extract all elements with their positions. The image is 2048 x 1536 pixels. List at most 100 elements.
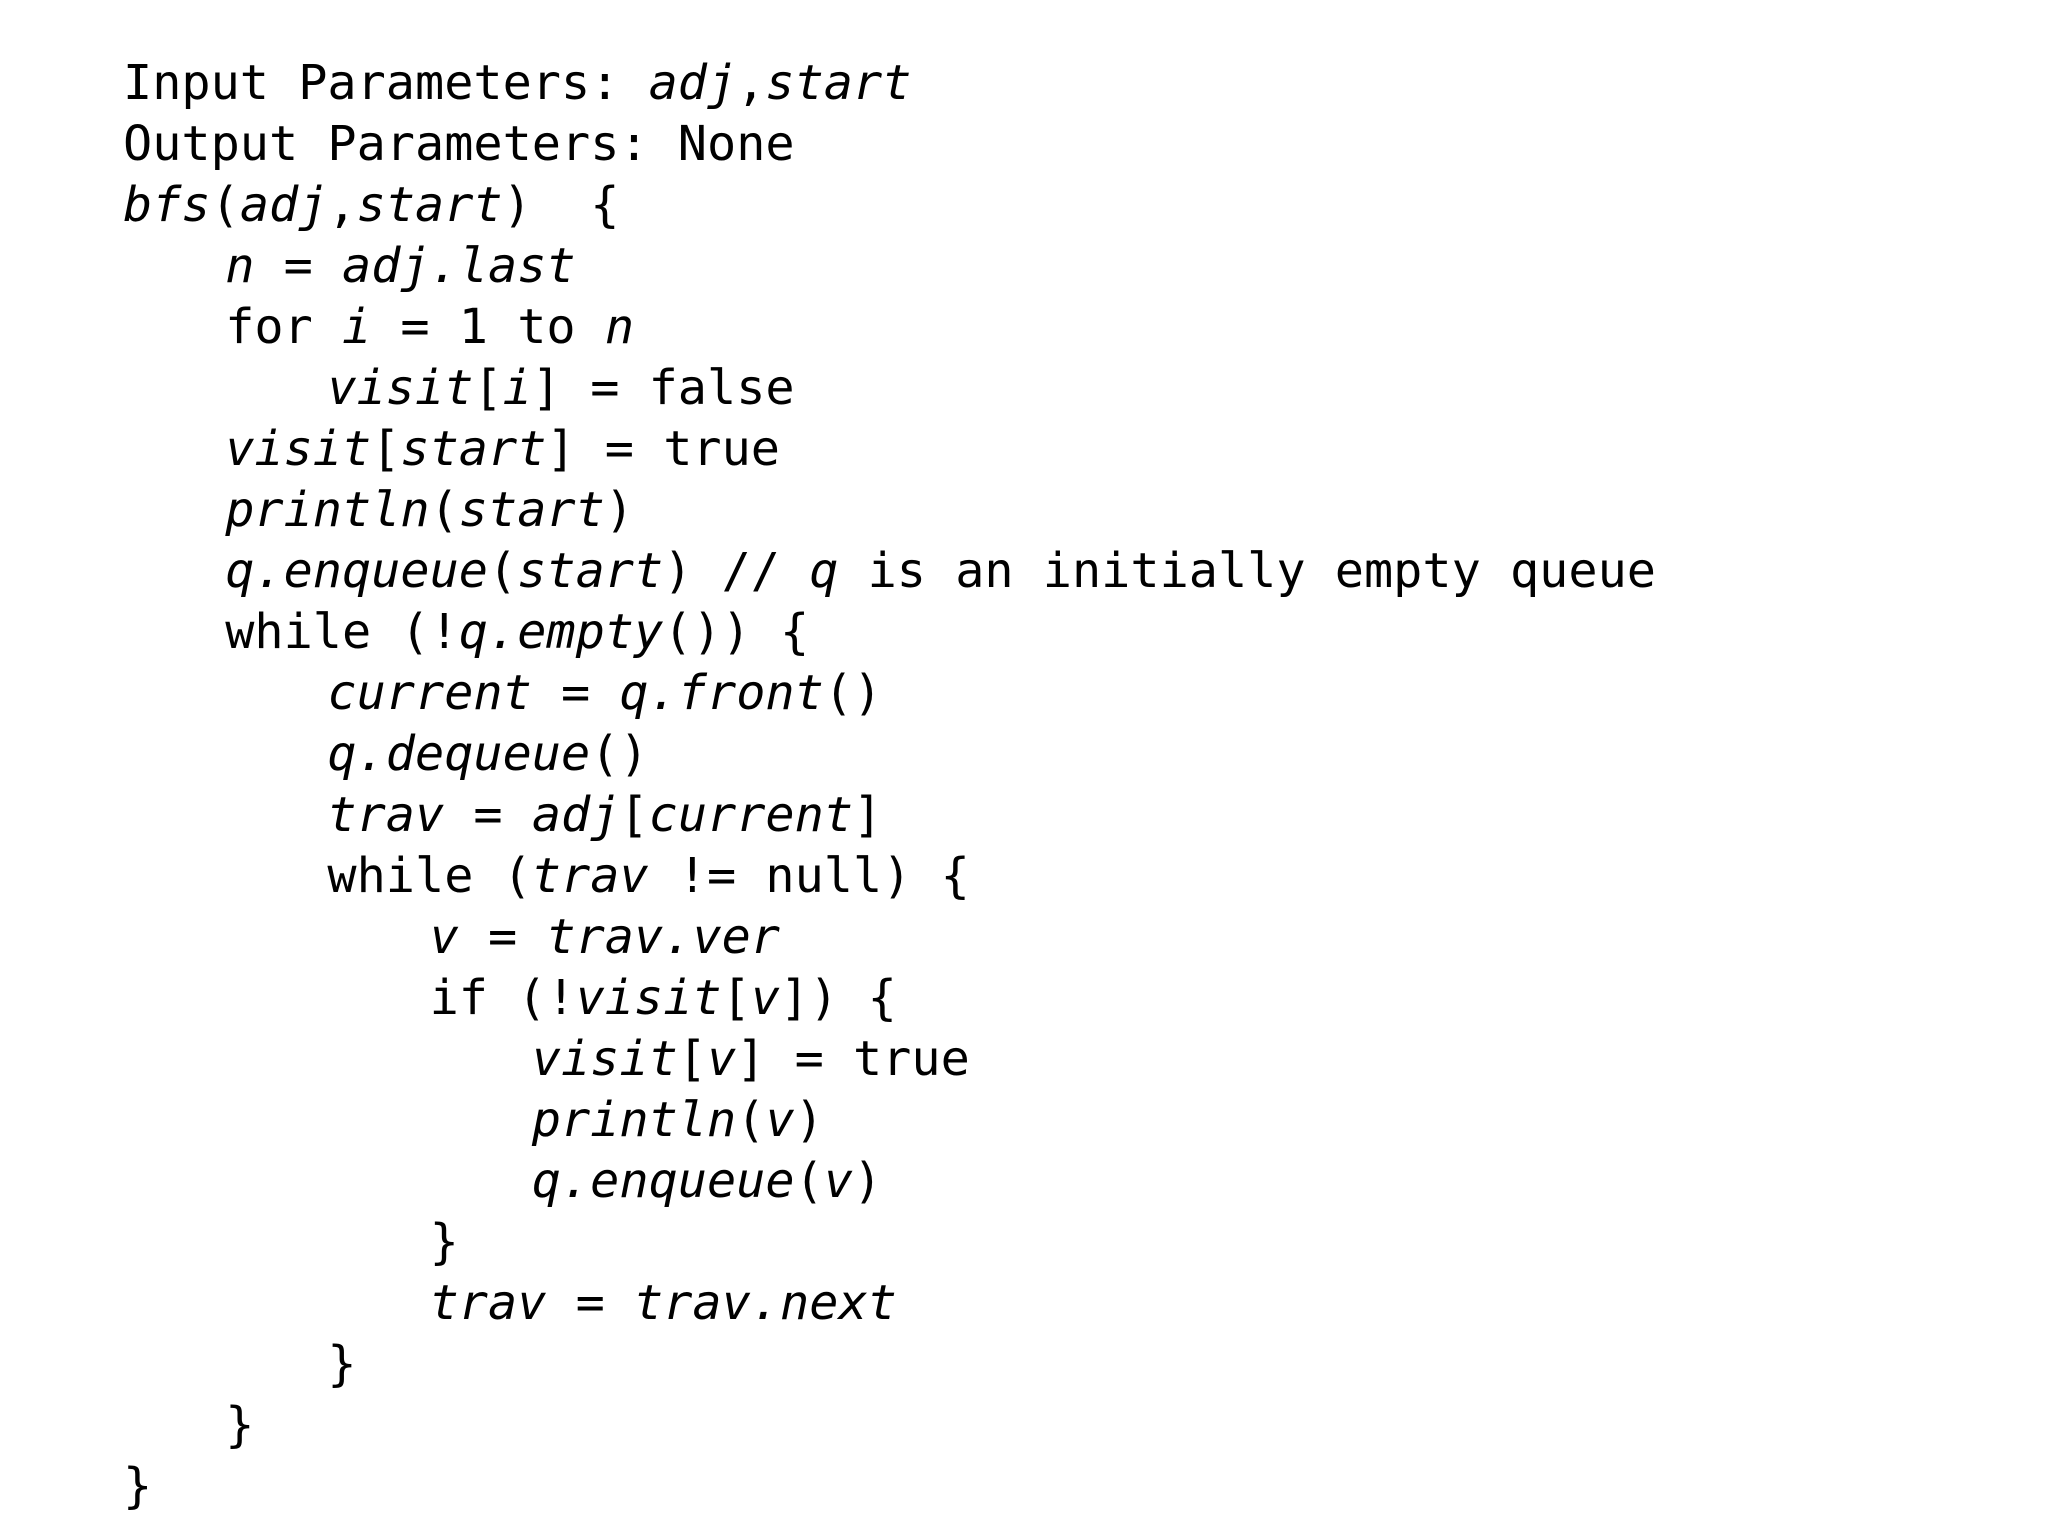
code-token: ] = false (531, 360, 795, 416)
code-token: = 1 to (371, 299, 605, 355)
code-token: } (327, 1336, 357, 1392)
code-line: } (123, 1456, 1656, 1517)
code-token: () (590, 726, 649, 782)
code-line: q.enqueue(v) (123, 1151, 1656, 1212)
code-line: trav = adj[current] (123, 785, 1656, 846)
identifier-token: visit (225, 421, 372, 477)
identifier-token: i (502, 360, 532, 416)
code-line: for i = 1 to n (123, 297, 1656, 358)
code-token: = (458, 909, 547, 965)
code-token: ) // (663, 543, 810, 599)
code-line: trav = trav.next (123, 1273, 1656, 1334)
code-token: is an initially empty queue (838, 543, 1656, 599)
code-line: println(v) (123, 1090, 1656, 1151)
identifier-token: v (823, 1153, 853, 1209)
identifier-token: v (706, 1031, 737, 1087)
identifier-token: visit (575, 970, 722, 1026)
identifier-token: n (604, 299, 635, 355)
identifier-token: trav (327, 787, 445, 843)
identifier-token: bfs (123, 177, 211, 233)
code-token: ] (853, 787, 883, 843)
code-token: Input Parameters: (123, 55, 649, 111)
code-token: [ (371, 421, 401, 477)
identifier-token: q.dequeue (327, 726, 591, 782)
identifier-token: v (765, 1092, 795, 1148)
code-token: ( (487, 543, 518, 599)
code-line: visit[i] = false (123, 358, 1656, 419)
identifier-token: trav.ver (546, 909, 781, 965)
identifier-token: start (458, 482, 605, 538)
code-token: if (! (429, 970, 576, 1026)
identifier-token: start (356, 177, 503, 233)
code-line: current = q.front() (123, 663, 1656, 724)
code-token: while ( (327, 848, 532, 904)
code-line: if (!visit[v]) { (123, 968, 1656, 1029)
code-line: while (!q.empty()) { (123, 602, 1656, 663)
code-token: = (531, 665, 620, 721)
identifier-token: visit (531, 1031, 678, 1087)
code-token: ) (852, 1153, 883, 1209)
identifier-token: println (225, 482, 430, 538)
code-token: ( (736, 1092, 766, 1148)
code-token: ( (210, 177, 240, 233)
code-line: while (trav != null) { (123, 846, 1656, 907)
identifier-token: start (517, 543, 664, 599)
identifier-token: adj.last (342, 238, 576, 294)
code-token: ( (429, 482, 459, 538)
identifier-token: println (531, 1092, 737, 1148)
identifier-token: current (327, 665, 532, 721)
code-line: bfs(adj,start) { (123, 175, 1656, 236)
code-token: ()) { (663, 604, 810, 660)
code-line: println(start) (123, 480, 1656, 541)
code-token: = (254, 238, 342, 294)
code-line: q.enqueue(start) // q is an initially em… (123, 541, 1656, 602)
code-line: } (123, 1212, 1656, 1273)
code-token: [ (677, 1031, 707, 1087)
identifier-token: start (400, 421, 547, 477)
code-line: v = trav.ver (123, 907, 1656, 968)
code-token: , (327, 177, 357, 233)
identifier-token: visit (327, 360, 474, 416)
identifier-token: adj (239, 177, 328, 233)
code-token: = (546, 1275, 635, 1331)
code-token: ( (794, 1153, 824, 1209)
code-token: ] = true (736, 1031, 970, 1087)
code-token: } (225, 1397, 255, 1453)
code-line: visit[v] = true (123, 1029, 1656, 1090)
code-token: ) { (502, 177, 620, 233)
identifier-token: current (648, 787, 854, 843)
code-token: [ (721, 970, 751, 1026)
code-token: ]) { (780, 970, 897, 1026)
code-token: while (! (225, 604, 459, 660)
identifier-token: trav (429, 1275, 547, 1331)
identifier-token: q.empty (458, 604, 664, 660)
code-token: Output Parameters: None (123, 116, 795, 172)
code-line: visit[start] = true (123, 419, 1656, 480)
identifier-token: start (765, 55, 912, 111)
identifier-token: q (809, 543, 839, 599)
identifier-token: trav (531, 848, 649, 904)
code-token: != null) { (648, 848, 970, 904)
code-line: q.dequeue() (123, 724, 1656, 785)
identifier-token: adj (648, 55, 737, 111)
code-token: } (123, 1458, 153, 1514)
identifier-token: v (429, 909, 459, 965)
identifier-token: i (342, 299, 372, 355)
code-line: } (123, 1395, 1656, 1456)
code-token: ] = true (546, 421, 780, 477)
code-token: = (444, 787, 532, 843)
code-token: , (736, 55, 766, 111)
code-line: Input Parameters: adj,start (123, 53, 1656, 114)
identifier-token: trav.next (634, 1275, 897, 1331)
identifier-token: q.front (619, 665, 824, 721)
code-line: n = adj.last (123, 236, 1656, 297)
code-line: } (123, 1334, 1656, 1395)
code-token: for (225, 299, 342, 355)
code-token: () (823, 665, 883, 721)
code-token: ) (604, 482, 634, 538)
identifier-token: adj (531, 787, 620, 843)
code-token: } (429, 1214, 459, 1270)
code-line: Output Parameters: None (123, 114, 1656, 175)
